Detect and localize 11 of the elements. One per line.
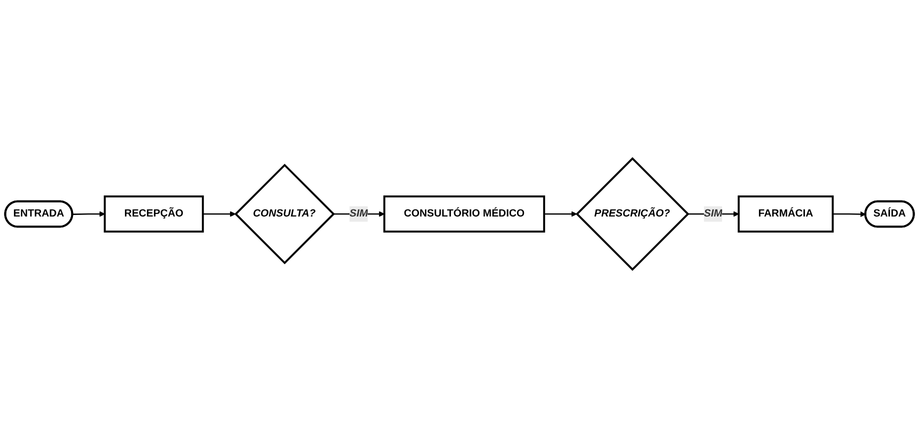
node-box: CONSULTÓRIO MÉDICO [383,195,546,233]
node-diamond: PRESCRIÇÃO? [576,157,690,271]
node-box: RECEPÇÃO [104,195,204,233]
arrow [72,211,106,217]
edge-label: SIM [704,208,722,220]
arrow [832,211,866,218]
edge-label: SIM [350,208,368,220]
node-box: FARMÁCIA [738,195,834,233]
arrow [202,211,236,217]
arrow [544,211,577,217]
node-diamond: CONSULTA? [234,164,335,264]
